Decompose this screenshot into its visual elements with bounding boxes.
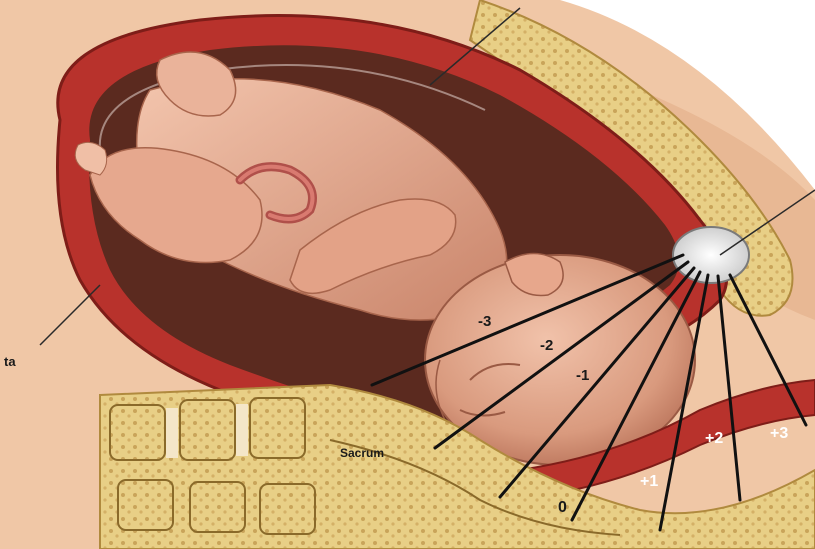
station-label-plus-1: +1	[640, 473, 658, 490]
placenta-label-fragment: ta	[4, 354, 16, 369]
station-label-0: 0	[558, 499, 567, 516]
station-label-minus-1: -1	[576, 367, 589, 384]
station-label-minus-3: -3	[478, 313, 491, 330]
sacrum-label: Sacrum	[340, 446, 384, 460]
station-label-plus-2: +2	[705, 430, 723, 447]
station-label-plus-3: +3	[770, 425, 788, 442]
station-label-minus-2: -2	[540, 337, 553, 354]
